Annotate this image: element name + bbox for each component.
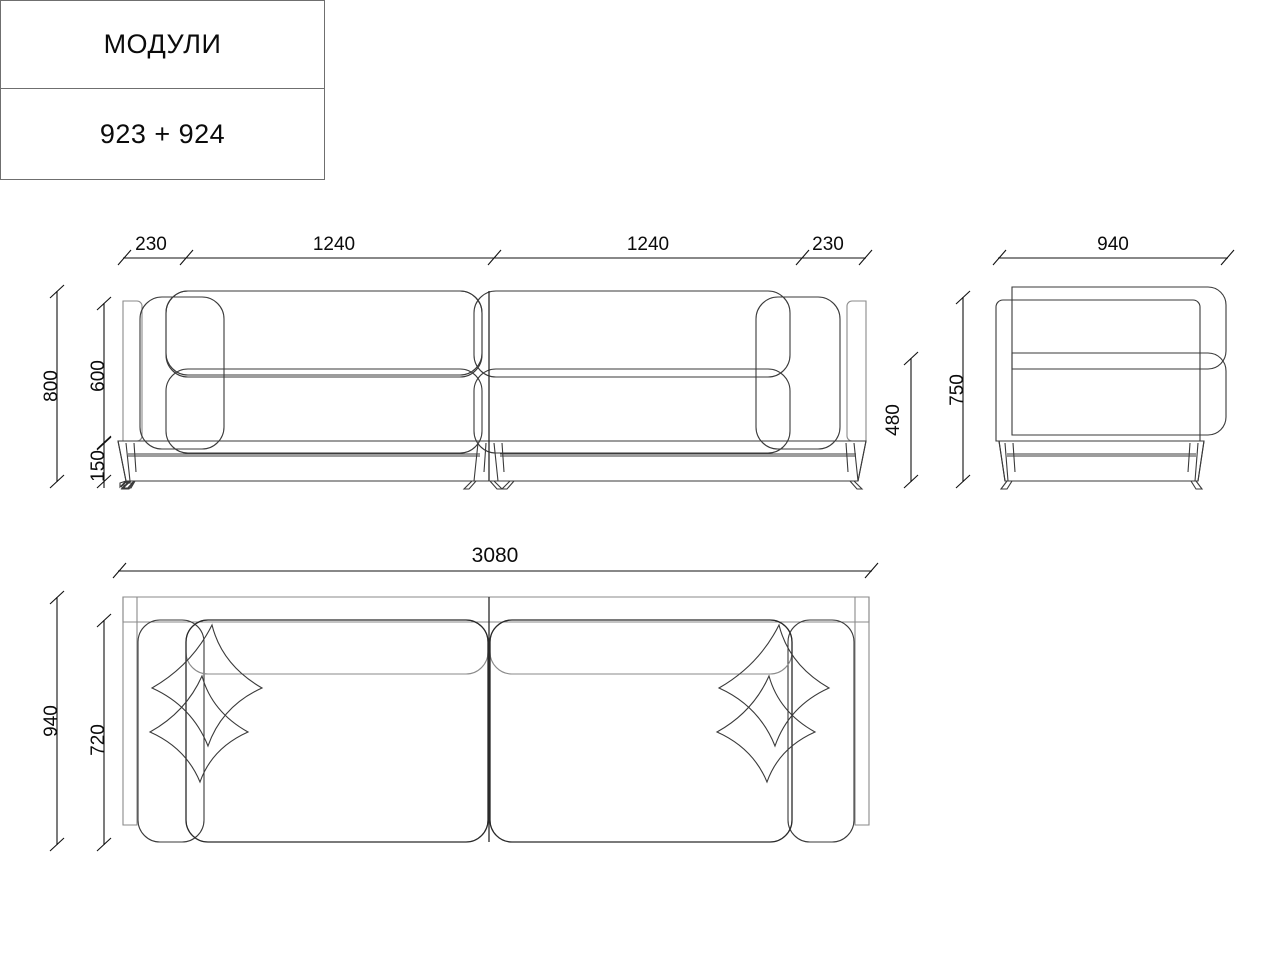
front-elevation: 230 1240 1240 230 800 600 150 bbox=[41, 234, 919, 490]
front-right-dimension-480: 480 bbox=[883, 351, 919, 489]
title-block-row-modules: МОДУЛИ bbox=[1, 1, 324, 89]
plan-dim-label-720: 720 bbox=[88, 724, 109, 756]
plan-pillow-right-front bbox=[715, 674, 817, 784]
front-top-dimension-chain: 230 1240 1240 230 bbox=[117, 234, 873, 266]
side-top-dimension-940: 940 bbox=[992, 234, 1235, 266]
plan-left-dimension-940: 940 bbox=[41, 590, 65, 852]
plan-pillow-left-front bbox=[148, 674, 250, 784]
front-dim-label-230-left: 230 bbox=[135, 234, 167, 255]
front-legs bbox=[119, 442, 864, 490]
front-left-dimension-150: 150 bbox=[88, 436, 112, 489]
side-left-dimension-750: 750 bbox=[947, 290, 971, 489]
plan-dim-label-3080: 3080 bbox=[472, 544, 519, 567]
plan-top-dimension-3080: 3080 bbox=[112, 544, 879, 579]
plan-pillow-right-rear bbox=[717, 623, 831, 748]
title-block-row-codes: 923 + 924 bbox=[1, 89, 324, 180]
front-left-dimension-600: 600 bbox=[88, 296, 112, 450]
plan-dim-label-940: 940 bbox=[41, 705, 62, 737]
plan-pillow-left-rear bbox=[150, 623, 264, 748]
front-dim-label-480: 480 bbox=[883, 404, 904, 436]
front-dim-label-230-right: 230 bbox=[812, 234, 844, 255]
front-dim-label-1240-right: 1240 bbox=[627, 234, 669, 255]
front-dim-label-600: 600 bbox=[88, 360, 109, 392]
front-dim-label-1240-left: 1240 bbox=[313, 234, 355, 255]
title-block-label-codes: 923 + 924 bbox=[99, 119, 226, 149]
front-left-dimension-800: 800 bbox=[41, 284, 65, 489]
plan-left-dimension-720: 720 bbox=[88, 613, 112, 852]
title-block: МОДУЛИ 923 + 924 bbox=[0, 0, 325, 180]
side-dim-label-940: 940 bbox=[1097, 234, 1129, 255]
side-dim-label-750: 750 bbox=[947, 374, 968, 406]
front-dim-label-800: 800 bbox=[41, 370, 62, 402]
side-elevation: 940 750 bbox=[947, 234, 1235, 490]
title-block-label-modules: МОДУЛИ bbox=[103, 29, 222, 59]
plan-view: 3080 940 720 bbox=[41, 544, 879, 852]
front-dim-label-150: 150 bbox=[88, 450, 109, 482]
